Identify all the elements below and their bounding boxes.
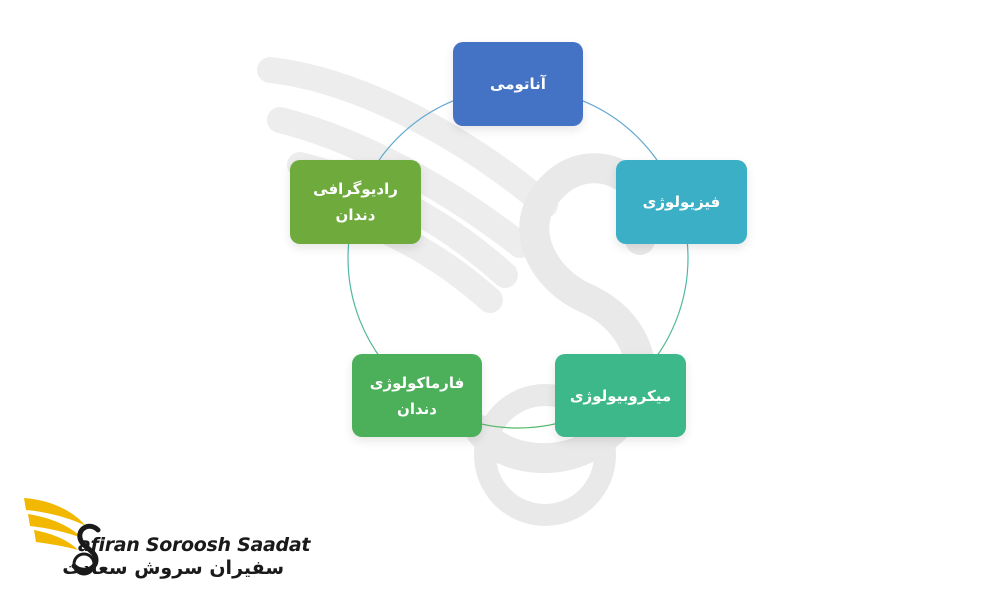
node-dental-pharmacology: فارماکولوژی دندان xyxy=(352,354,482,437)
node-label-line1: فارماکولوژی xyxy=(369,373,465,392)
brand-name-persian: سفیران سروش سعادت xyxy=(62,557,284,579)
node-physiology: فیزیولوژی xyxy=(616,160,747,244)
node-label: میکروبیولوژی xyxy=(569,386,672,405)
node-label-line2: دندان xyxy=(335,206,376,224)
node-microbiology: میکروبیولوژی xyxy=(555,354,686,437)
brand-logo-emblem xyxy=(24,498,101,576)
node-label-line2: دندان xyxy=(397,399,437,418)
node-anatomy: آناتومی xyxy=(453,42,583,126)
node-dental-radiography: رادیوگرافی دندان xyxy=(290,160,421,244)
brand-name-english: afiran Soroosh Saadat xyxy=(78,534,311,556)
node-label: فیزیولوژی xyxy=(642,193,721,211)
node-label-line1: رادیوگرافی xyxy=(313,180,398,198)
node-label: آناتومی xyxy=(490,75,546,93)
